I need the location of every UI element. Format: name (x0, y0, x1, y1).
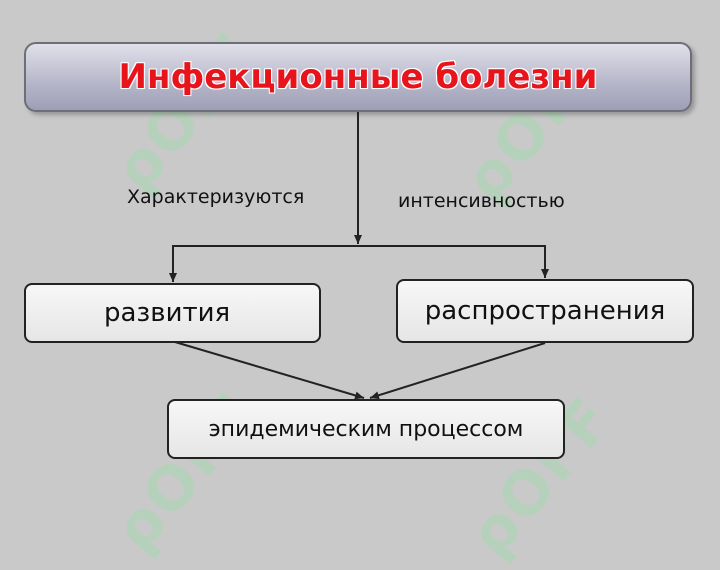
branch-line (172, 245, 546, 281)
diagram-title: Инфекционные болезни (118, 57, 598, 97)
slide: ρOFF ρOFF ρOFF ρOFF Инфекционные болезни… (24, 19, 694, 570)
connector-arrows (169, 112, 549, 400)
box-development: развития (24, 283, 321, 343)
box-development-label: развития (104, 298, 231, 328)
title-box: Инфекционные болезни (24, 42, 692, 112)
box-process-label: эпидемическим процессом (208, 416, 524, 442)
box-spread-label: распространения (424, 296, 666, 326)
label-characterized: Характеризуются (127, 186, 305, 208)
label-intensity: интенсивностью (398, 190, 565, 212)
arrow-spread-to-process (369, 342, 546, 400)
box-spread: распространения (396, 279, 694, 343)
arrow-development-to-process (174, 341, 365, 400)
box-process: эпидемическим процессом (167, 399, 565, 459)
